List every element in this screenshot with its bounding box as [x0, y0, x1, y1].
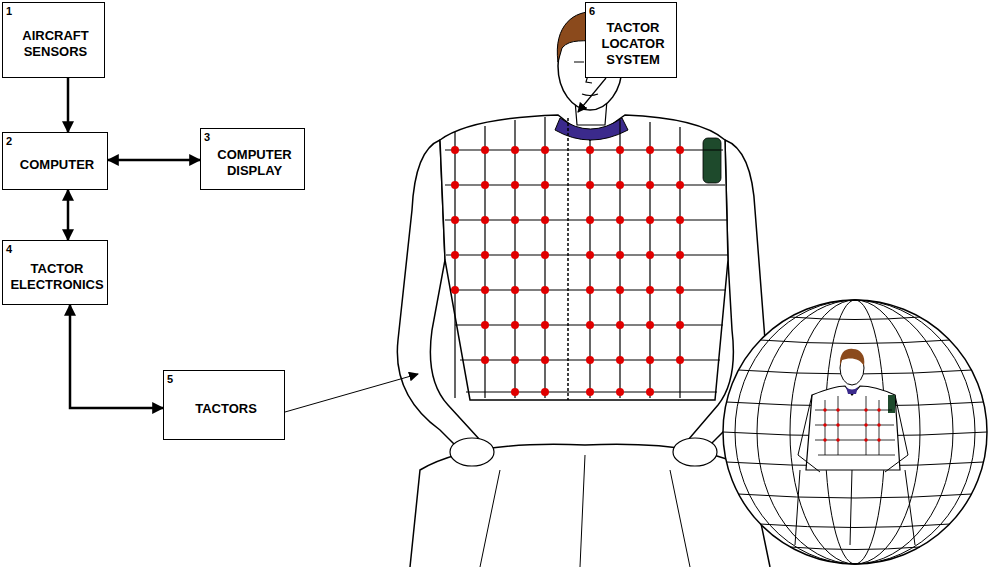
box-label: AIRCRAFT SENSORS	[3, 20, 104, 60]
jacket	[440, 115, 728, 400]
connector-arrow	[70, 305, 163, 408]
small-hair	[840, 349, 864, 366]
zipper	[567, 118, 569, 400]
callout-number: 5	[167, 373, 173, 385]
small-arms	[798, 395, 908, 472]
shirt-collar	[555, 118, 628, 140]
small-legs	[795, 470, 915, 545]
tactors-leader	[285, 374, 418, 412]
connector-arrow	[67, 78, 70, 132]
process-box: 2COMPUTER	[2, 132, 108, 190]
connector-arrow	[67, 190, 70, 240]
small-torso	[806, 386, 900, 470]
callout-number: 4	[6, 243, 12, 255]
locator-leader	[578, 78, 606, 112]
meridian	[757, 300, 953, 564]
left-hand	[450, 438, 494, 466]
tactor-dots	[455, 150, 680, 392]
callout-number: 6	[589, 5, 595, 17]
box-label: COMPUTER DISPLAY	[201, 139, 304, 179]
meridian	[790, 300, 920, 564]
right-hand	[673, 438, 717, 466]
vest-grid	[445, 117, 728, 398]
process-box: 6TACTOR LOCATOR SYSTEM	[585, 2, 677, 78]
box-label: TACTOR ELECTRONICS	[0, 253, 109, 293]
callout-number: 2	[6, 135, 12, 147]
process-box: 3COMPUTER DISPLAY	[200, 128, 305, 190]
callout-number: 3	[204, 131, 210, 143]
callout-number: 1	[6, 5, 12, 17]
process-box: 4TACTOR ELECTRONICS	[2, 240, 108, 305]
sphere	[723, 300, 987, 564]
small-vest-grid	[815, 396, 895, 455]
small-collar	[846, 387, 858, 394]
box-label: TACTORS	[185, 393, 263, 417]
small-tactor-dots	[825, 410, 879, 440]
process-box: 1AIRCRAFT SENSORS	[2, 2, 105, 78]
process-box: 5TACTORS	[163, 370, 285, 440]
arm-patch	[703, 138, 721, 183]
box-label: COMPUTER	[10, 149, 100, 173]
connector-arrow	[108, 159, 200, 162]
box-label: TACTOR LOCATOR SYSTEM	[586, 12, 676, 68]
sphere-latitudes	[723, 317, 987, 550]
leg-lines	[480, 455, 690, 567]
